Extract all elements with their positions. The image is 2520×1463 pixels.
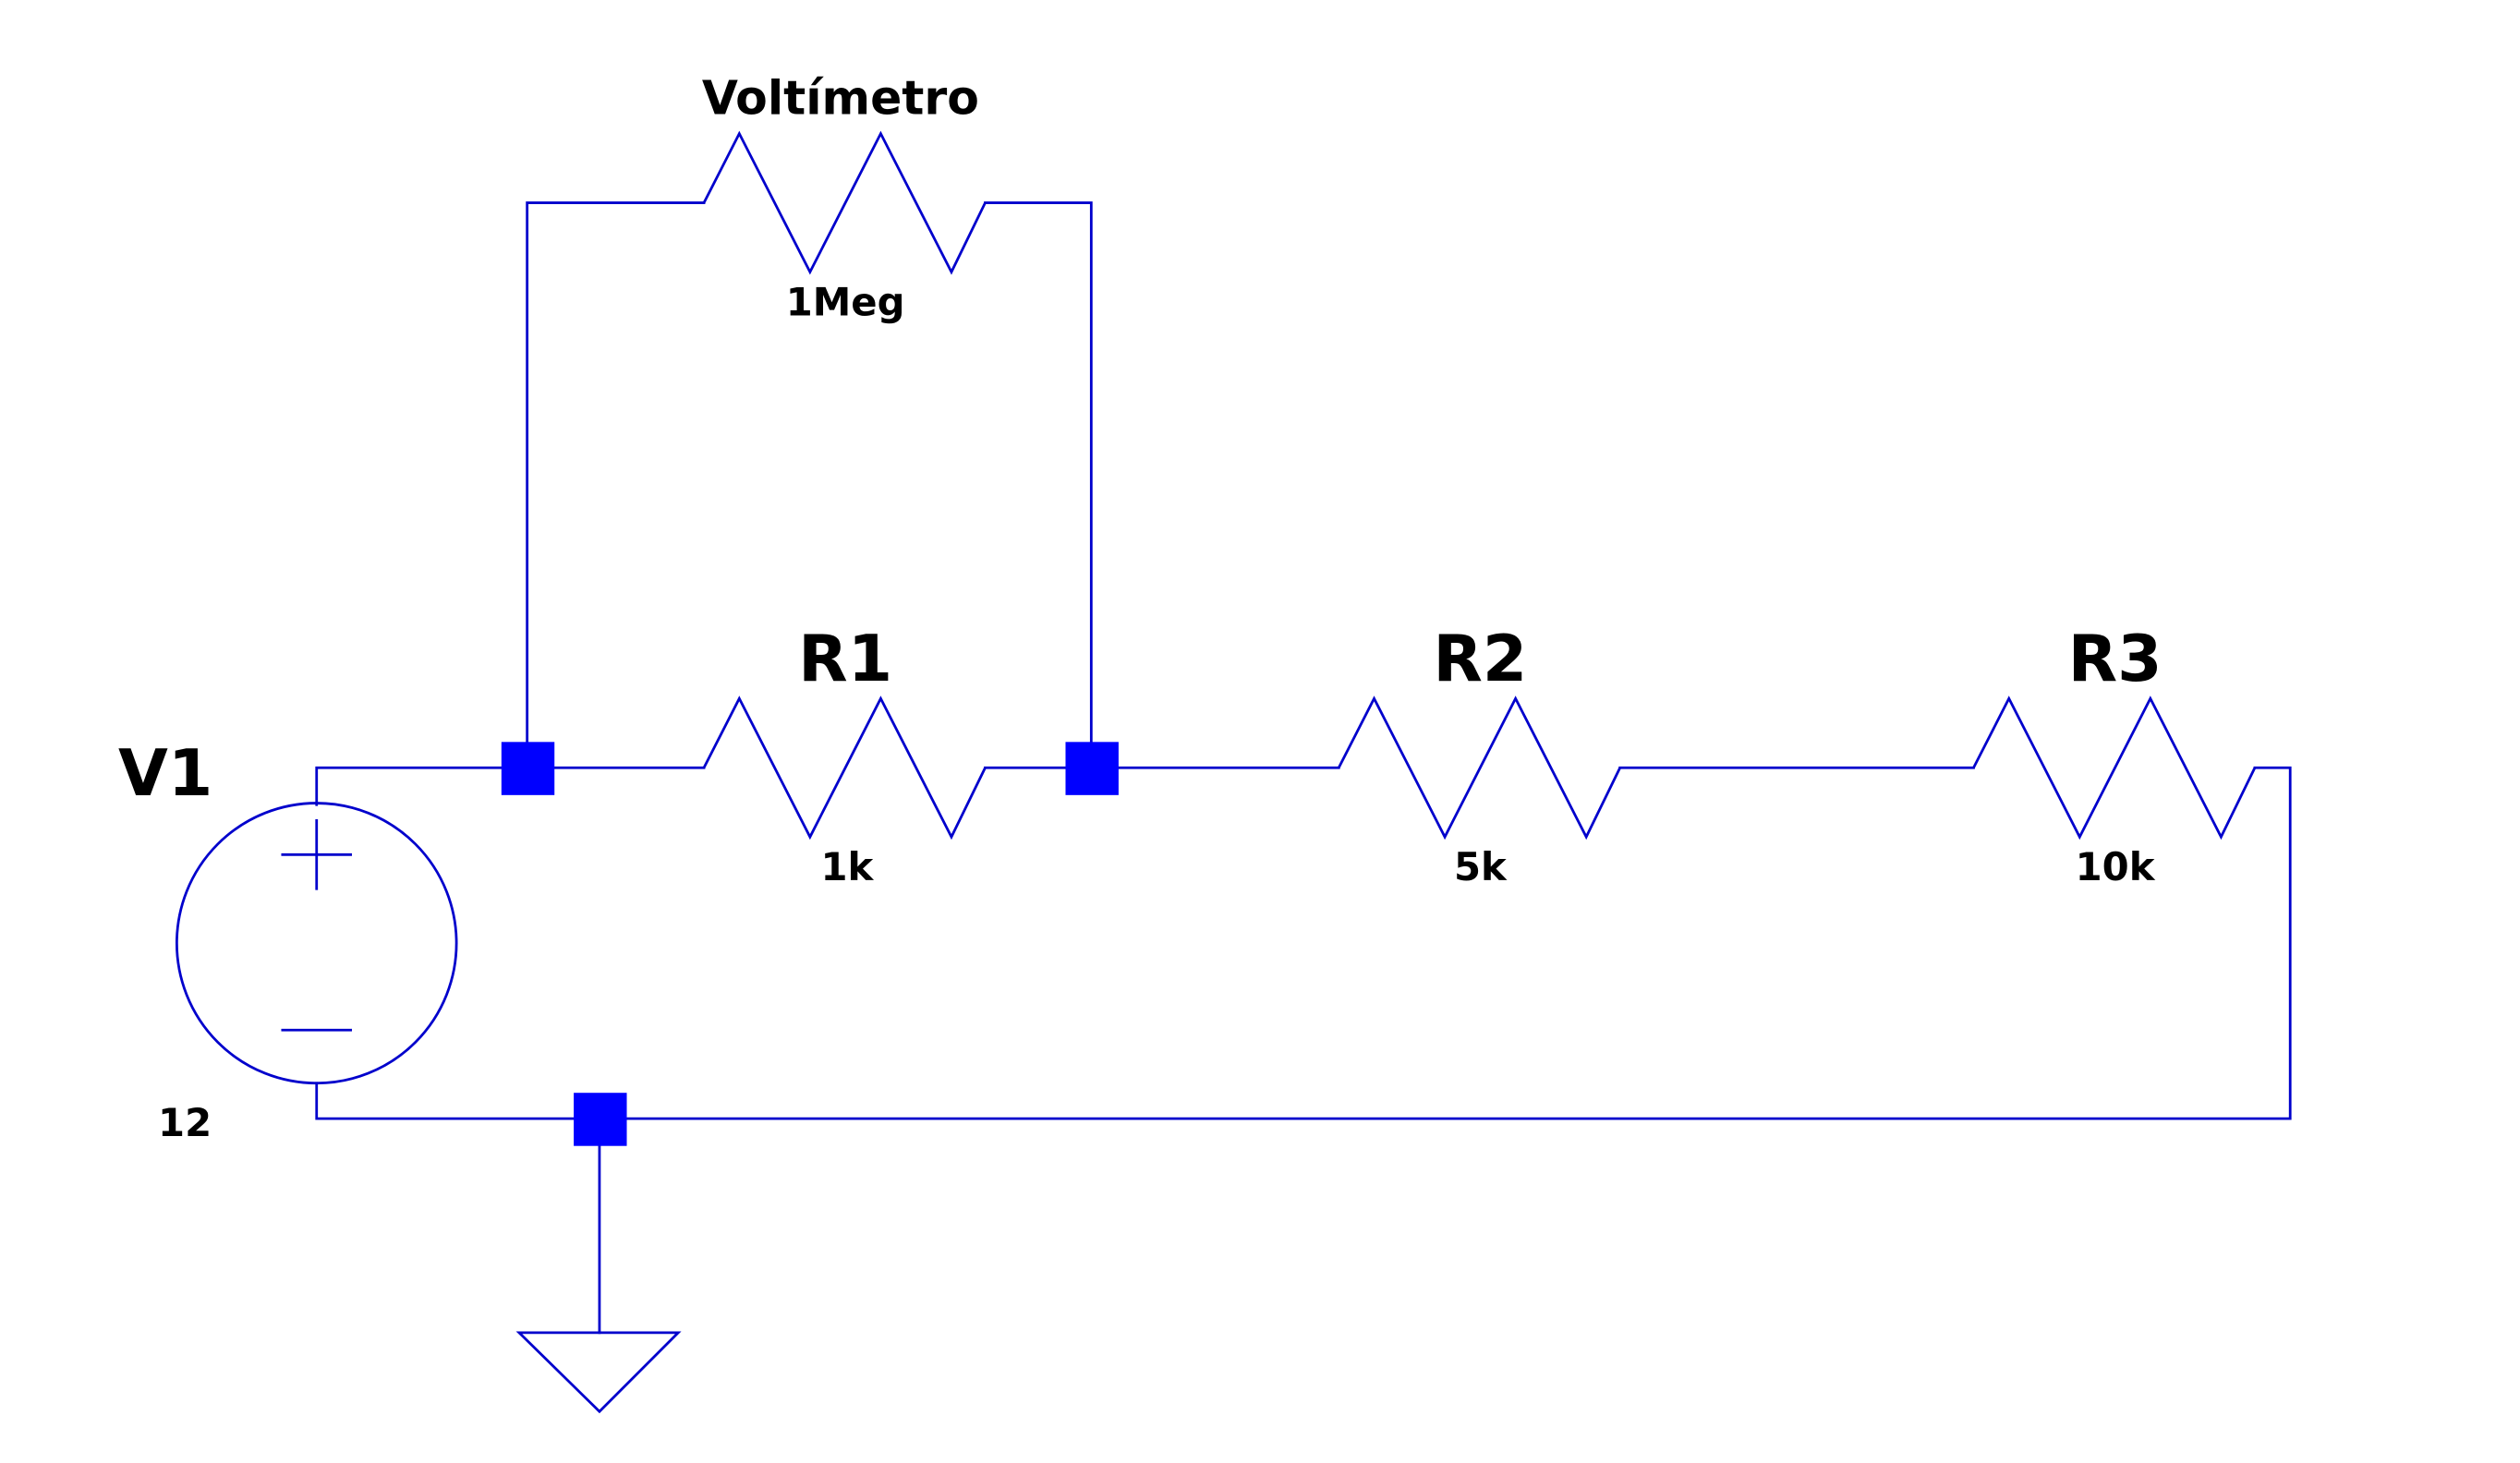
junction-node-1 [501, 742, 555, 795]
wire-v1-top [315, 766, 706, 806]
junction-ground [574, 1093, 627, 1146]
r2-resistor-icon [1338, 695, 1621, 840]
r3-value-label: 10k [2076, 844, 2156, 889]
r2-name-label: R2 [1433, 622, 1527, 696]
wires [315, 201, 2292, 1335]
voltmeter-value-label: 1Meg [786, 280, 905, 325]
v1-value-label: 12 [158, 1100, 212, 1145]
voltmeter-name-label: Voltímetro [702, 71, 979, 126]
ground-icon [515, 1331, 682, 1414]
voltmeter-resistor-icon [702, 130, 987, 275]
junction-node-2 [1065, 742, 1119, 795]
wire-voltmeter-left [526, 201, 706, 769]
v1-name-label: V1 [118, 736, 212, 811]
wire-r3-return [315, 766, 2292, 1120]
voltage-source-icon [175, 802, 458, 1085]
r1-name-label: R1 [798, 622, 892, 696]
junctions [501, 742, 1119, 1146]
r1-resistor-icon [702, 695, 987, 840]
wire-voltmeter-right [984, 201, 1093, 769]
r1-value-label: 1k [820, 844, 874, 889]
source-circle [175, 802, 458, 1085]
r3-resistor-icon [1972, 695, 2257, 840]
r3-name-label: R3 [2068, 622, 2163, 696]
r2-value-label: 5k [1454, 844, 1508, 889]
